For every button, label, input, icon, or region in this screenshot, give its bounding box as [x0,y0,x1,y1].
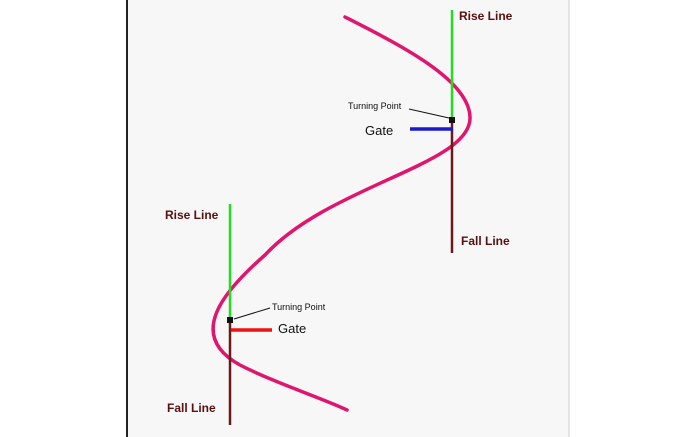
lower-turning-point-marker [227,317,233,323]
lower-turning-point-label: Turning Point [272,302,326,312]
lower-turning-point-leader [233,307,271,320]
upper-turning-point-marker [449,117,455,123]
upper-rise-line-label: Rise Line [459,9,513,23]
diagram-panel [127,0,569,437]
lower-fall-line-label: Fall Line [167,401,216,415]
upper-turning-point-leader [408,108,450,119]
upper-gate-label: Gate [365,123,393,138]
lower-gate-label: Gate [278,321,306,336]
upper-turning-point-label: Turning Point [348,101,402,111]
upper-fall-line-label: Fall Line [461,234,510,248]
lower-rise-line-label: Rise Line [165,208,219,222]
